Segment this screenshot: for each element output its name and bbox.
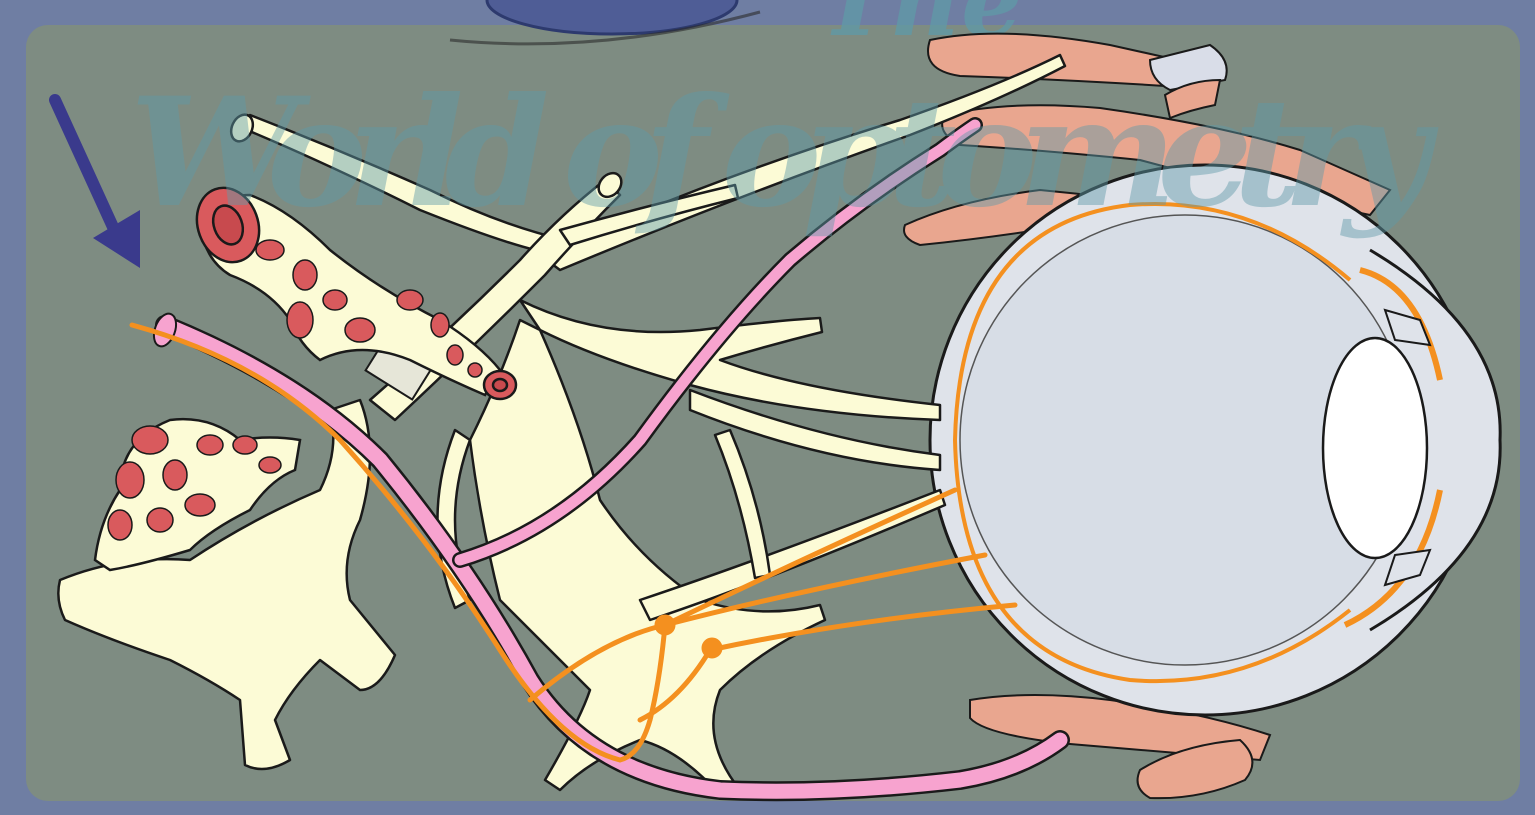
ciliary-ganglion-node-1 [655,615,675,635]
artery-lumen-lower [493,379,507,391]
lens [1323,338,1427,558]
watermark-line2: World of optometry [130,65,1439,241]
ciliary-ganglion-node-2 [702,638,722,658]
